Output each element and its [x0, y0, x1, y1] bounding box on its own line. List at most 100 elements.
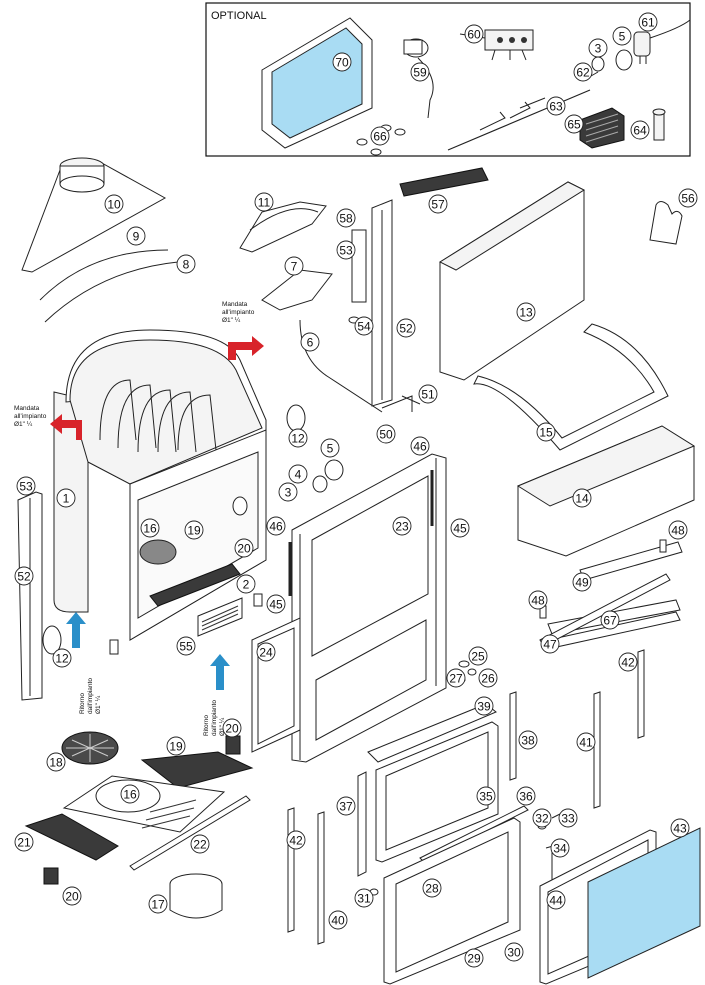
callout-circle — [410, 62, 430, 82]
part-number-label: 48 — [671, 524, 685, 538]
part-39-handle — [367, 703, 497, 763]
part-number-label: 42 — [621, 656, 635, 670]
part-number-label: 40 — [331, 914, 345, 928]
callout-p52a: 52 — [396, 318, 416, 338]
flow-text-line: Ø1" ¼ — [222, 317, 241, 324]
part-number-label: 13 — [519, 306, 533, 320]
callout-p59: 59 — [410, 62, 430, 82]
callout-circle — [518, 730, 538, 750]
callout-p6: 6 — [300, 332, 320, 352]
part-number-label: 19 — [169, 740, 183, 754]
callout-p3a: 3 — [588, 38, 608, 58]
return-arrow-left — [66, 612, 86, 648]
callout-p10: 10 — [104, 194, 124, 214]
callout-p43: 43 — [670, 818, 690, 838]
callout-circle — [532, 808, 552, 828]
callout-circle — [418, 384, 438, 404]
flow-text-line: Ritorno — [79, 693, 86, 714]
callout-circle — [546, 96, 566, 116]
part-number-label: 50 — [379, 428, 393, 442]
part-38-strip — [509, 691, 517, 781]
callout-circle — [376, 424, 396, 444]
part-number-label: 46 — [413, 440, 427, 454]
callout-p50: 50 — [376, 424, 396, 444]
part-number-label: 63 — [549, 100, 563, 114]
callout-p56: 56 — [678, 188, 698, 208]
part-number-label: 27 — [449, 672, 463, 686]
part-number-label: 43 — [673, 822, 687, 836]
callout-circle — [516, 302, 536, 322]
callout-p20b: 20 — [222, 718, 242, 738]
callout-circle — [573, 62, 593, 82]
part-number-label: 53 — [19, 480, 33, 494]
part-number-label: 5 — [619, 30, 626, 44]
part-50-bracket — [381, 395, 421, 412]
main-firebox-body — [53, 329, 267, 655]
part-9-arc — [39, 249, 169, 301]
part-number-label: 18 — [49, 756, 63, 770]
callout-circle — [354, 888, 374, 908]
callout-circle — [190, 834, 210, 854]
callout-circle — [236, 574, 256, 594]
callout-p29: 29 — [464, 948, 484, 968]
part-number-label: 12 — [55, 652, 69, 666]
part-number-label: 20 — [65, 890, 79, 904]
part-37-post — [357, 771, 367, 877]
callout-circle — [52, 648, 72, 668]
callout-circle — [476, 786, 496, 806]
part-number-label: 32 — [535, 812, 549, 826]
part-number-label: 66 — [373, 130, 387, 144]
part-number-label: 37 — [339, 800, 353, 814]
callout-p25: 25 — [468, 646, 488, 666]
callout-p54: 54 — [354, 316, 374, 336]
callout-circle — [478, 668, 498, 688]
callout-p60: 60 — [464, 24, 484, 44]
part-22-rod — [129, 795, 251, 871]
part-number-label: 12 — [291, 432, 305, 446]
callout-circle — [14, 832, 34, 852]
part-13-back-panel — [438, 181, 586, 381]
callout-p42b: 42 — [618, 652, 638, 672]
part-12-gasket-top — [286, 404, 306, 432]
part-number-label: 15 — [539, 426, 553, 440]
callout-circle — [588, 38, 608, 58]
callout-circle — [392, 516, 412, 536]
flow-text-line: dall'impianto — [87, 678, 94, 714]
part-number-label: 70 — [335, 56, 349, 70]
callout-circle — [278, 482, 298, 502]
part-18-round-grate — [61, 731, 119, 765]
part-number-label: 24 — [259, 646, 273, 660]
callout-circle — [468, 646, 488, 666]
callout-p49: 49 — [572, 572, 592, 592]
callout-p7: 7 — [284, 256, 304, 276]
callout-circle — [126, 226, 146, 246]
flow-text-line: Ø1" ¼ — [14, 421, 33, 428]
callout-p70: 70 — [332, 52, 352, 72]
callout-p18: 18 — [46, 752, 66, 772]
callout-p20c: 20 — [62, 886, 82, 906]
callout-circle — [286, 830, 306, 850]
callout-p61: 61 — [638, 12, 658, 32]
part-53-pipe-top — [351, 229, 367, 303]
part-number-label: 65 — [567, 118, 581, 132]
callout-circle — [256, 642, 276, 662]
flow-label-return-right: Ritorno dall'impianto Ø1" ¼ — [203, 700, 226, 736]
part-number-label: 45 — [453, 522, 467, 536]
part-number-label: 36 — [519, 790, 533, 804]
callout-circle — [184, 520, 204, 540]
part-number-label: 10 — [107, 198, 121, 212]
callout-circle — [176, 636, 196, 656]
flow-text-line: dall'impianto — [211, 700, 218, 736]
part-number-label: 44 — [549, 894, 563, 908]
callout-circle — [16, 476, 36, 496]
callout-circle — [422, 878, 442, 898]
callout-circle — [176, 254, 196, 274]
callout-circle — [288, 464, 308, 484]
callout-p33: 33 — [558, 808, 578, 828]
flow-text-line: Ø1" ¼ — [95, 695, 102, 714]
callout-circle — [14, 566, 34, 586]
callout-p48a: 48 — [528, 590, 548, 610]
callout-circle — [370, 126, 390, 146]
part-5-ring-mid — [324, 459, 344, 481]
